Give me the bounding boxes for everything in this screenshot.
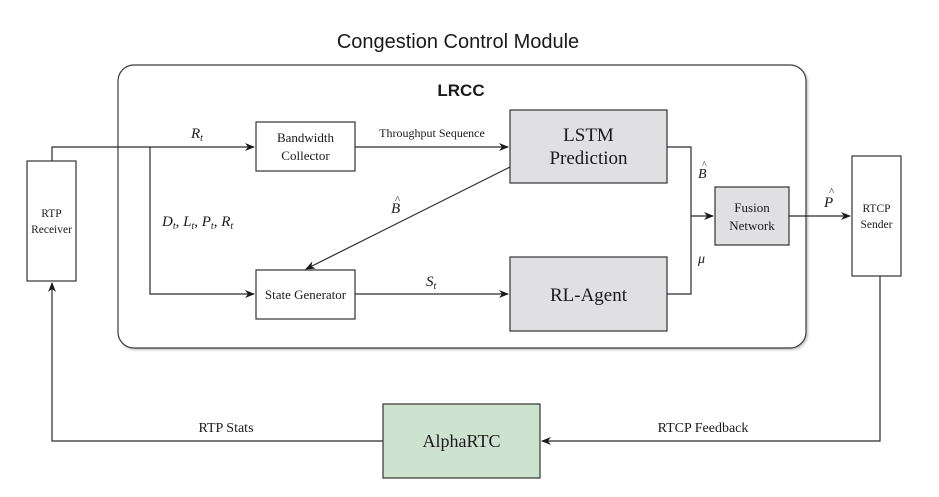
lrcc-label: LRCC — [437, 81, 484, 100]
rl-agent-label: RL-Agent — [550, 285, 628, 306]
edge-label-b-hat-diagonal: B ^ — [391, 194, 401, 217]
alphartc-node: AlphaRTC — [382, 403, 541, 479]
svg-text:^: ^ — [702, 160, 707, 171]
rtp-receiver-label-2: Receiver — [31, 224, 72, 236]
fusion-label-2: Network — [729, 218, 775, 233]
lstm-prediction-node: LSTM Prediction — [509, 109, 668, 184]
edge-label-throughput: Throughput Sequence — [379, 126, 485, 140]
edge-label-st: St — [426, 274, 437, 292]
lstm-label-1: LSTM — [563, 125, 614, 146]
lrcc-module-container — [117, 64, 807, 349]
state-generator-label: State Generator — [265, 287, 347, 302]
edge-label-p-hat: P ^ — [823, 186, 835, 211]
state-generator-node: State Generator — [255, 269, 356, 320]
svg-text:P: P — [823, 195, 833, 211]
fusion-network-node: Fusion Network — [714, 186, 790, 246]
edge-label-rt: Rt — [190, 126, 203, 144]
rtcp-sender-label-1: RTCP — [862, 203, 890, 215]
lstm-label-2: Prediction — [549, 148, 628, 169]
edge-receiver-to-bandwidth — [51, 143, 255, 161]
bandwidth-collector-node: Bandwidth Collector — [255, 121, 356, 172]
edge-label-mu: μ — [697, 252, 705, 267]
edge-merge-bracket — [667, 146, 692, 295]
edge-label-b-hat-fusion: B ^ — [698, 160, 707, 182]
svg-text:^: ^ — [829, 186, 835, 198]
fusion-label-1: Fusion — [734, 200, 770, 215]
bandwidth-collector-label-1: Bandwidth — [277, 130, 335, 145]
diagram-title: Congestion Control Module — [337, 31, 579, 53]
edge-rtcp-sender-to-alphartc — [541, 276, 881, 445]
edge-receiver-to-state-generator — [149, 147, 255, 298]
svg-text:B: B — [698, 167, 707, 182]
svg-text:B: B — [391, 201, 400, 217]
rtcp-sender-node: RTCP Sender — [851, 155, 902, 277]
edge-label-state-inputs: Dt, Lt, Pt, Rt — [161, 214, 233, 232]
edge-alphartc-to-receiver — [48, 282, 383, 442]
edge-label-rtcp-feedback: RTCP Feedback — [658, 421, 749, 436]
bandwidth-collector-label-2: Collector — [281, 148, 330, 163]
edge-lstm-to-state-generator — [305, 166, 511, 270]
rl-agent-node: RL-Agent — [509, 256, 668, 332]
rtcp-sender-label-2: Sender — [861, 219, 893, 231]
rtp-receiver-label-1: RTP — [41, 208, 61, 220]
alphartc-label: AlphaRTC — [423, 431, 501, 451]
rtp-receiver-node: RTP Receiver — [26, 160, 77, 282]
edge-label-rtp-stats: RTP Stats — [198, 421, 253, 436]
svg-text:^: ^ — [395, 194, 401, 206]
